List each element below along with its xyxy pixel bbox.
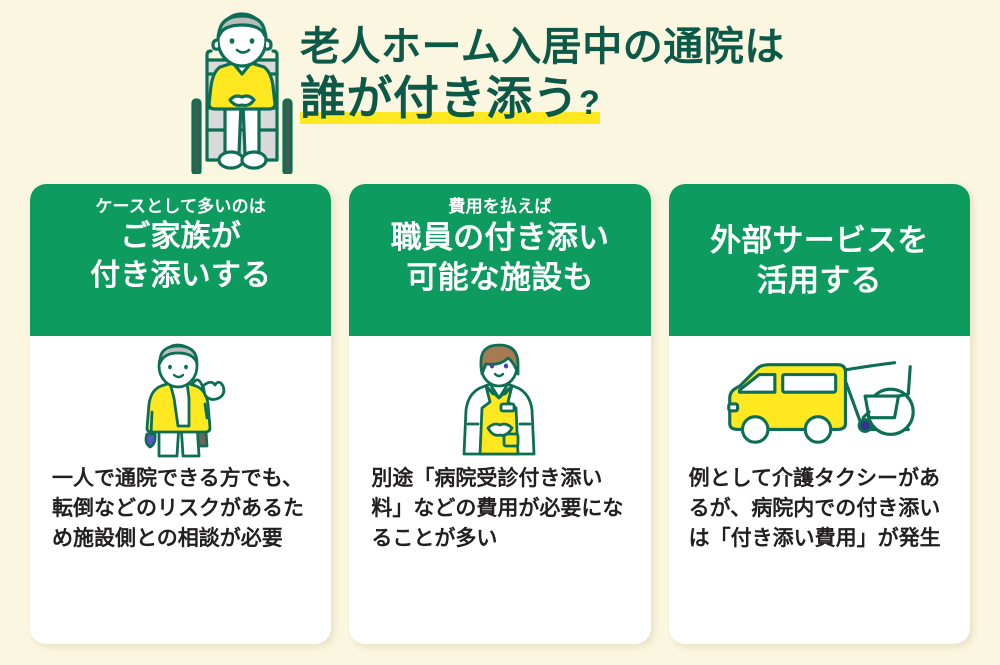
page-title: 老人ホーム入居中の通院は 誰が付き添う?	[300, 25, 920, 125]
card-title-line-2: 活用する	[756, 263, 882, 298]
card-body-text: 別途「病院受診付き添い料」などの費用が必要になることが多い	[371, 467, 624, 550]
card-title-line-2: 可能な施設も	[406, 259, 594, 295]
card-body-text: 例として介護タクシーがあるが、病院内での付き添いは「付き添い費用」が発生	[688, 467, 941, 550]
card-title-line-2: 付き添いする	[90, 258, 272, 292]
card-title-line-1: 外部サービスを	[710, 223, 929, 259]
title-line-2-wrapper: 誰が付き添う?	[300, 72, 601, 125]
title-highlight-underline	[300, 111, 601, 124]
card-header: ケースとして多いのは ご家族が 付き添いする	[30, 184, 332, 336]
title-question-mark: ?	[579, 84, 601, 123]
elderly-woman-with-bag-icon	[30, 336, 331, 462]
card-family-accompaniment: ケースとして多いのは ご家族が 付き添いする	[30, 184, 332, 644]
card-list: ケースとして多いのは ご家族が 付き添いする	[0, 184, 1000, 644]
card-header: 費用を払えば 職員の付き添い 可能な施設も	[349, 184, 651, 336]
title-line-2: 誰が付き添う	[300, 72, 579, 125]
title-line-1: 老人ホーム入居中の通院は	[300, 25, 785, 69]
card-eyebrow: 費用を払えば	[448, 197, 552, 216]
card-body-text: 一人で通院できる方でも、転倒などのリスクがあるため施設側との相談が必要	[52, 467, 304, 550]
card-staff-accompaniment: 費用を払えば 職員の付き添い 可能な施設も	[349, 184, 651, 644]
poster-header: 老人ホーム入居中の通院は 誰が付き添う?	[0, 0, 1000, 180]
elderly-person-in-wheelchair-icon	[183, 8, 301, 176]
card-title-line-1: ご家族が	[120, 220, 242, 254]
card-eyebrow: ケースとして多いのは	[95, 197, 266, 216]
card-header: 外部サービスを 活用する	[668, 184, 970, 336]
care-taxi-van-icon	[669, 336, 970, 462]
card-external-service: 外部サービスを 活用する	[668, 184, 970, 644]
card-title-line-1: 職員の付き添い	[390, 220, 610, 256]
care-staff-in-apron-icon	[349, 336, 650, 462]
